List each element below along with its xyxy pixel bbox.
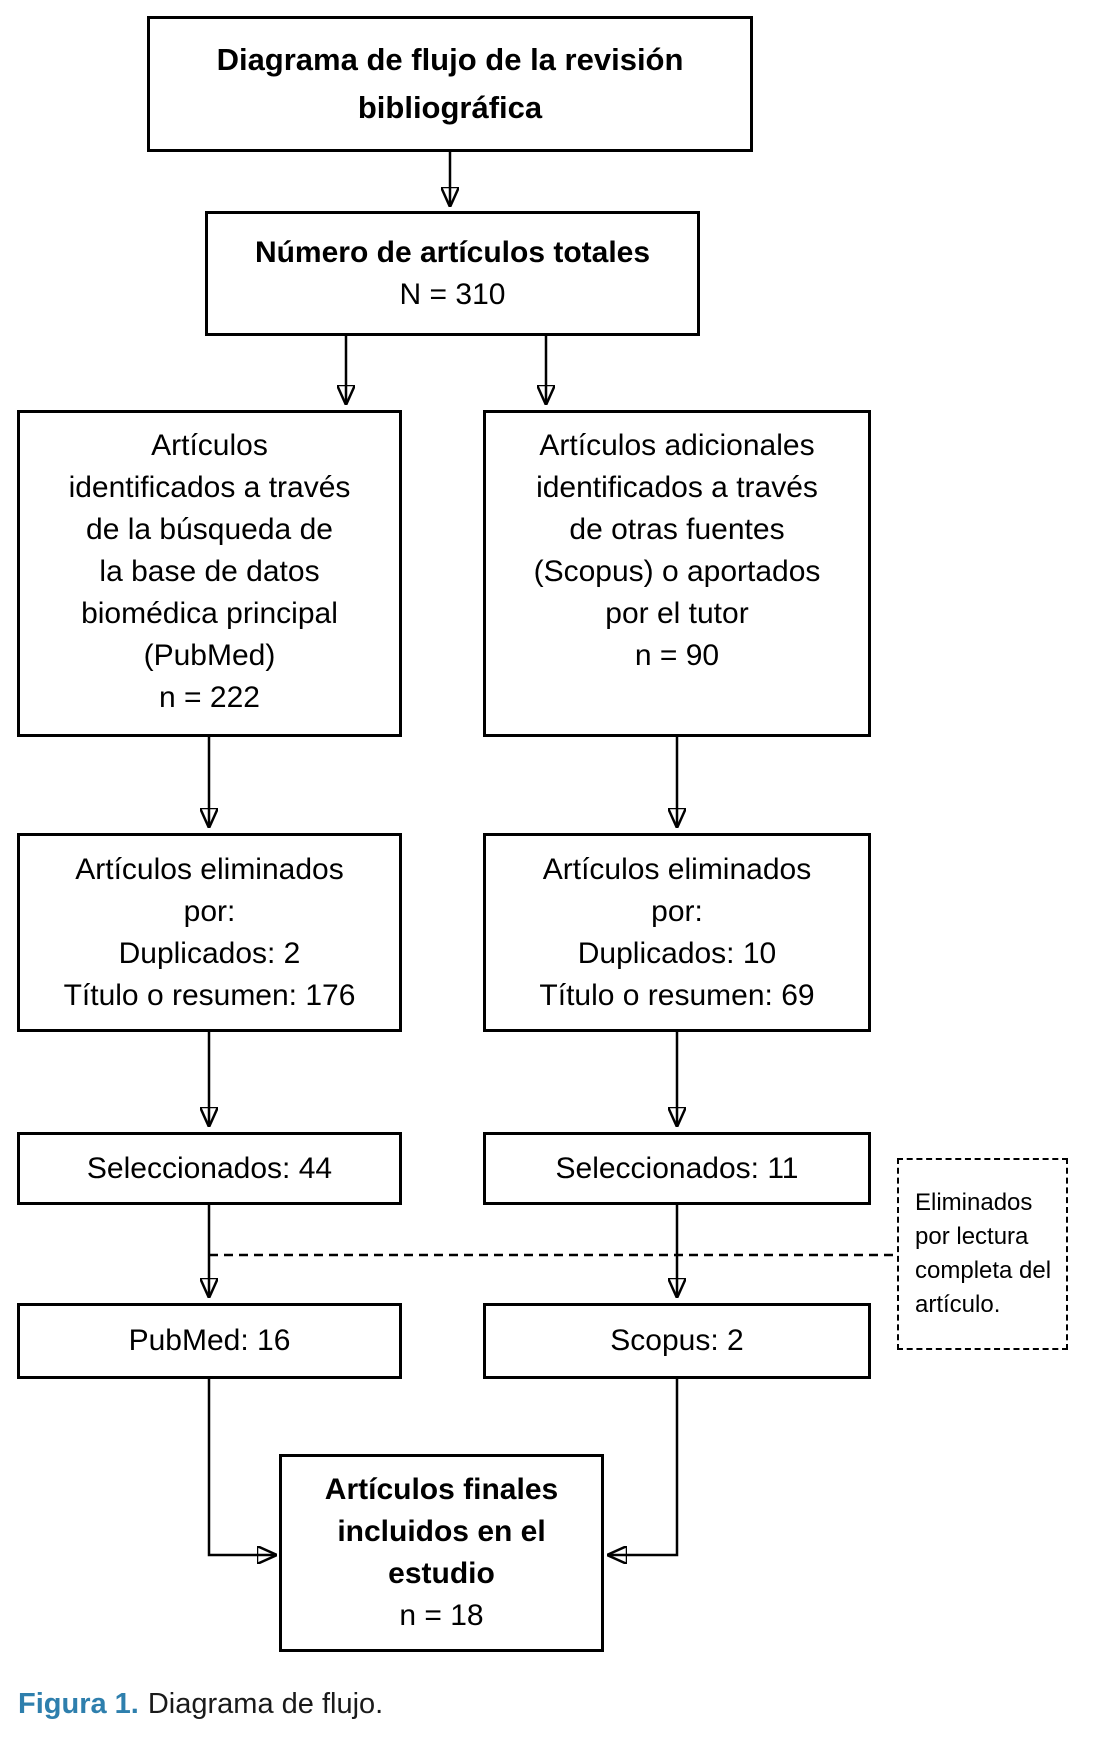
totals-box: Número de artículos totales N = 310 <box>205 211 700 336</box>
pubmed-removed-box: Artículos eliminados por: Duplicados: 2 … <box>17 833 402 1032</box>
pubmed-selected-box: Seleccionados: 44 <box>17 1132 402 1205</box>
other-source-text: Artículos adicionales identificados a tr… <box>533 429 821 672</box>
pubmed-selected-text: Seleccionados: 44 <box>86 1151 333 1185</box>
included-value: n = 18 <box>399 1599 484 1632</box>
arrow-scopus-final-to-included <box>607 1379 679 1555</box>
included-heading: Artículos finales incluidos en el estudi… <box>324 1473 559 1590</box>
pubmed-source-text: Artículos identificados a través de la b… <box>68 429 351 714</box>
other-removed-box: Artículos eliminados por: Duplicados: 10… <box>483 833 871 1032</box>
included-box: Artículos finales incluidos en el estudi… <box>279 1454 604 1652</box>
pubmed-source-box: Artículos identificados a través de la b… <box>17 410 402 737</box>
pubmed-final-box: PubMed: 16 <box>17 1303 402 1379</box>
other-removed-text: Artículos eliminados por: Duplicados: 10… <box>539 852 815 1012</box>
pubmed-final-text: PubMed: 16 <box>128 1324 291 1357</box>
figure-caption-text: Diagrama de flujo. <box>147 1688 384 1720</box>
other-selected-text: Seleccionados: 11 <box>555 1151 799 1185</box>
other-source-box: Artículos adicionales identificados a tr… <box>483 410 871 737</box>
title-text: Diagrama de flujo de la revisión bibliog… <box>216 42 684 125</box>
figure-caption-label: Figura 1. <box>18 1688 139 1720</box>
excluded-note-box: Eliminados por lectura completa del artí… <box>897 1158 1068 1350</box>
scopus-final-box: Scopus: 2 <box>483 1303 871 1379</box>
other-selected-box: Seleccionados: 11 <box>483 1132 871 1205</box>
pubmed-removed-text: Artículos eliminados por: Duplicados: 2 … <box>63 852 356 1012</box>
arrow-pubmed-final-to-included <box>207 1379 277 1555</box>
totals-value: N = 310 <box>399 277 506 311</box>
title-box: Diagrama de flujo de la revisión bibliog… <box>147 16 753 152</box>
scopus-final-text: Scopus: 2 <box>610 1324 744 1357</box>
figure-caption: Figura 1.Diagrama de flujo. <box>18 1686 383 1722</box>
excluded-note-text: Eliminados por lectura completa del artí… <box>915 1189 1052 1318</box>
totals-heading: Número de artículos totales <box>254 235 651 269</box>
